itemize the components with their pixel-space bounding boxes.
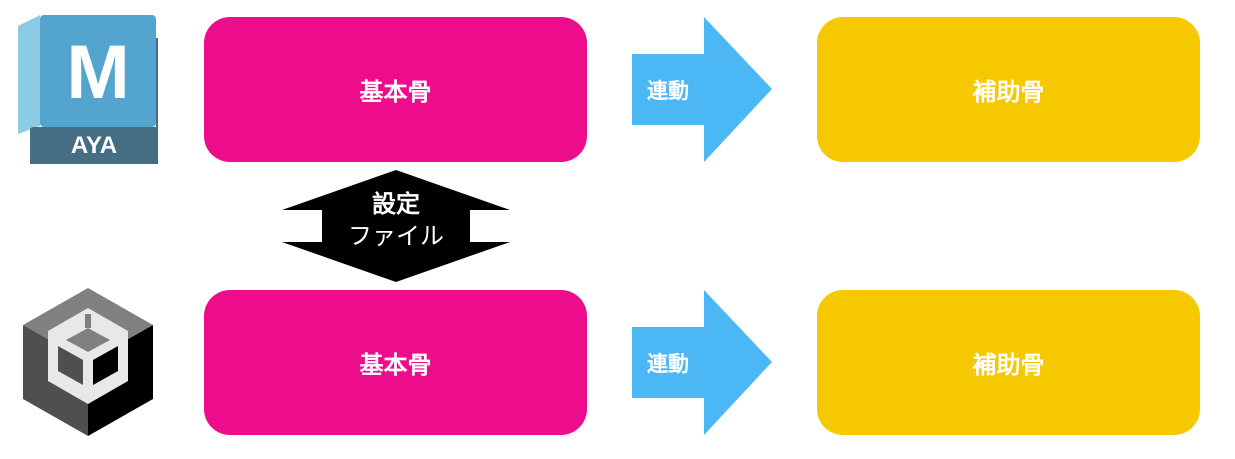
- settings-label-line2: ファイル: [348, 222, 444, 250]
- aux-bone-box-unity: 補助骨: [817, 290, 1200, 435]
- maya-logo-letter: M: [66, 30, 129, 115]
- settings-file-double-arrow: [282, 170, 510, 282]
- settings-label-line1: 設定: [372, 190, 420, 218]
- base-bone-box-unity: 基本骨: [204, 290, 587, 435]
- link-arrow-maya: 連動: [632, 17, 772, 162]
- link-label: 連動: [647, 351, 689, 376]
- unity-logo: [23, 288, 153, 436]
- aux-bone-label: 補助骨: [972, 351, 1045, 379]
- aux-bone-box-maya: 補助骨: [817, 17, 1200, 162]
- link-arrow-unity: 連動: [632, 290, 772, 435]
- base-bone-label: 基本骨: [359, 351, 432, 379]
- maya-logo-text: AYA: [71, 132, 117, 159]
- link-label: 連動: [647, 78, 689, 103]
- base-bone-label: 基本骨: [359, 78, 432, 106]
- settings-file-label: 設定 ファイル: [282, 188, 510, 252]
- aux-bone-label: 補助骨: [972, 78, 1045, 106]
- base-bone-box-maya: 基本骨: [204, 17, 587, 162]
- maya-logo: M AYA: [18, 15, 158, 164]
